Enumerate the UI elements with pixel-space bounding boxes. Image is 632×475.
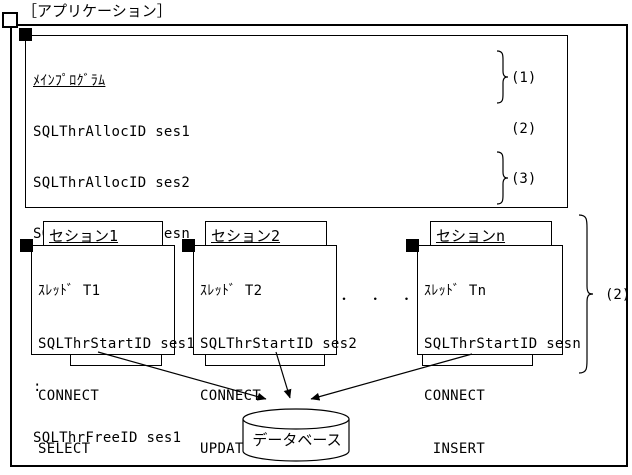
code-line: CONNECT bbox=[200, 388, 262, 404]
code-line: UPDATE bbox=[200, 440, 253, 457]
main-program-box bbox=[25, 35, 568, 208]
arrow-sessionN-db bbox=[310, 353, 473, 401]
code-line: SQLThrStartID ses1 bbox=[38, 335, 196, 352]
session1-corner-marker bbox=[20, 239, 33, 252]
sessions-brace-label: (2) bbox=[605, 287, 631, 303]
session2-tab-label: セション2 bbox=[211, 227, 281, 245]
diagram-title: ［アプリケーション］ bbox=[22, 2, 172, 20]
code-line: SQLThrFreeID ses1 bbox=[33, 430, 182, 446]
session1-tab-label: セション1 bbox=[49, 227, 119, 245]
sessionN-code: ｽﾚｯﾄﾞ Tn SQLThrStartID sesn CONNECT INSE… bbox=[424, 248, 590, 475]
sessionN-tab-label: セションn bbox=[436, 227, 506, 245]
session1-box bbox=[31, 245, 175, 355]
code-line: ｽﾚｯﾄﾞ Tn bbox=[424, 283, 487, 299]
code-line: ｽﾚｯﾄﾞ T2 bbox=[200, 283, 263, 299]
sessions-ellipsis: ・ ・ ・ bbox=[338, 292, 419, 306]
main-program-heading: ﾒｲﾝﾌﾟﾛｸﾞﾗﾑ bbox=[33, 73, 106, 89]
code-line: SQLThrStartID ses2 bbox=[200, 335, 358, 352]
session1-code: ｽﾚｯﾄﾞ T1 SQLThrStartID ses1 CONNECT SELE… bbox=[38, 248, 204, 475]
session2-box bbox=[193, 245, 337, 355]
step-label-1: (1) bbox=[511, 70, 537, 86]
code-line: : bbox=[33, 379, 42, 395]
sessions-brace bbox=[578, 214, 594, 374]
code-line: CONNECT bbox=[424, 388, 486, 404]
session1-tab-box: セション1 bbox=[43, 221, 163, 246]
code-line: INSERT bbox=[424, 440, 486, 457]
database-cylinder bbox=[242, 408, 350, 462]
code-line: ｽﾚｯﾄﾞ T1 bbox=[38, 283, 101, 299]
code-line: SQLThrAllocID ses2 bbox=[33, 175, 191, 191]
application-box bbox=[10, 24, 628, 467]
step-label-3: (3) bbox=[511, 171, 537, 187]
arrow-session1-db bbox=[97, 351, 267, 401]
main-program-corner-marker bbox=[19, 28, 32, 41]
sessionN-box bbox=[417, 245, 563, 355]
database-label: データベース bbox=[252, 431, 342, 449]
session2-code: ｽﾚｯﾄﾞ T2 SQLThrStartID ses2 CONNECT UPDA… bbox=[200, 248, 366, 475]
code-line: SQLThrAllocID ses1 bbox=[33, 124, 191, 140]
code-line: CONNECT bbox=[38, 388, 100, 404]
brace-1 bbox=[496, 50, 509, 104]
step-label-2: (2) bbox=[511, 121, 537, 137]
arrow-session2-db bbox=[275, 351, 292, 399]
session2-tab-box: セション2 bbox=[205, 221, 327, 246]
application-corner-marker bbox=[2, 12, 18, 28]
code-line: SELECT bbox=[38, 440, 91, 457]
code-line: SQLThrStartID sesn bbox=[424, 335, 582, 352]
sessionN-corner-marker bbox=[406, 239, 419, 252]
brace-3 bbox=[496, 151, 509, 205]
session2-corner-marker bbox=[182, 239, 195, 252]
